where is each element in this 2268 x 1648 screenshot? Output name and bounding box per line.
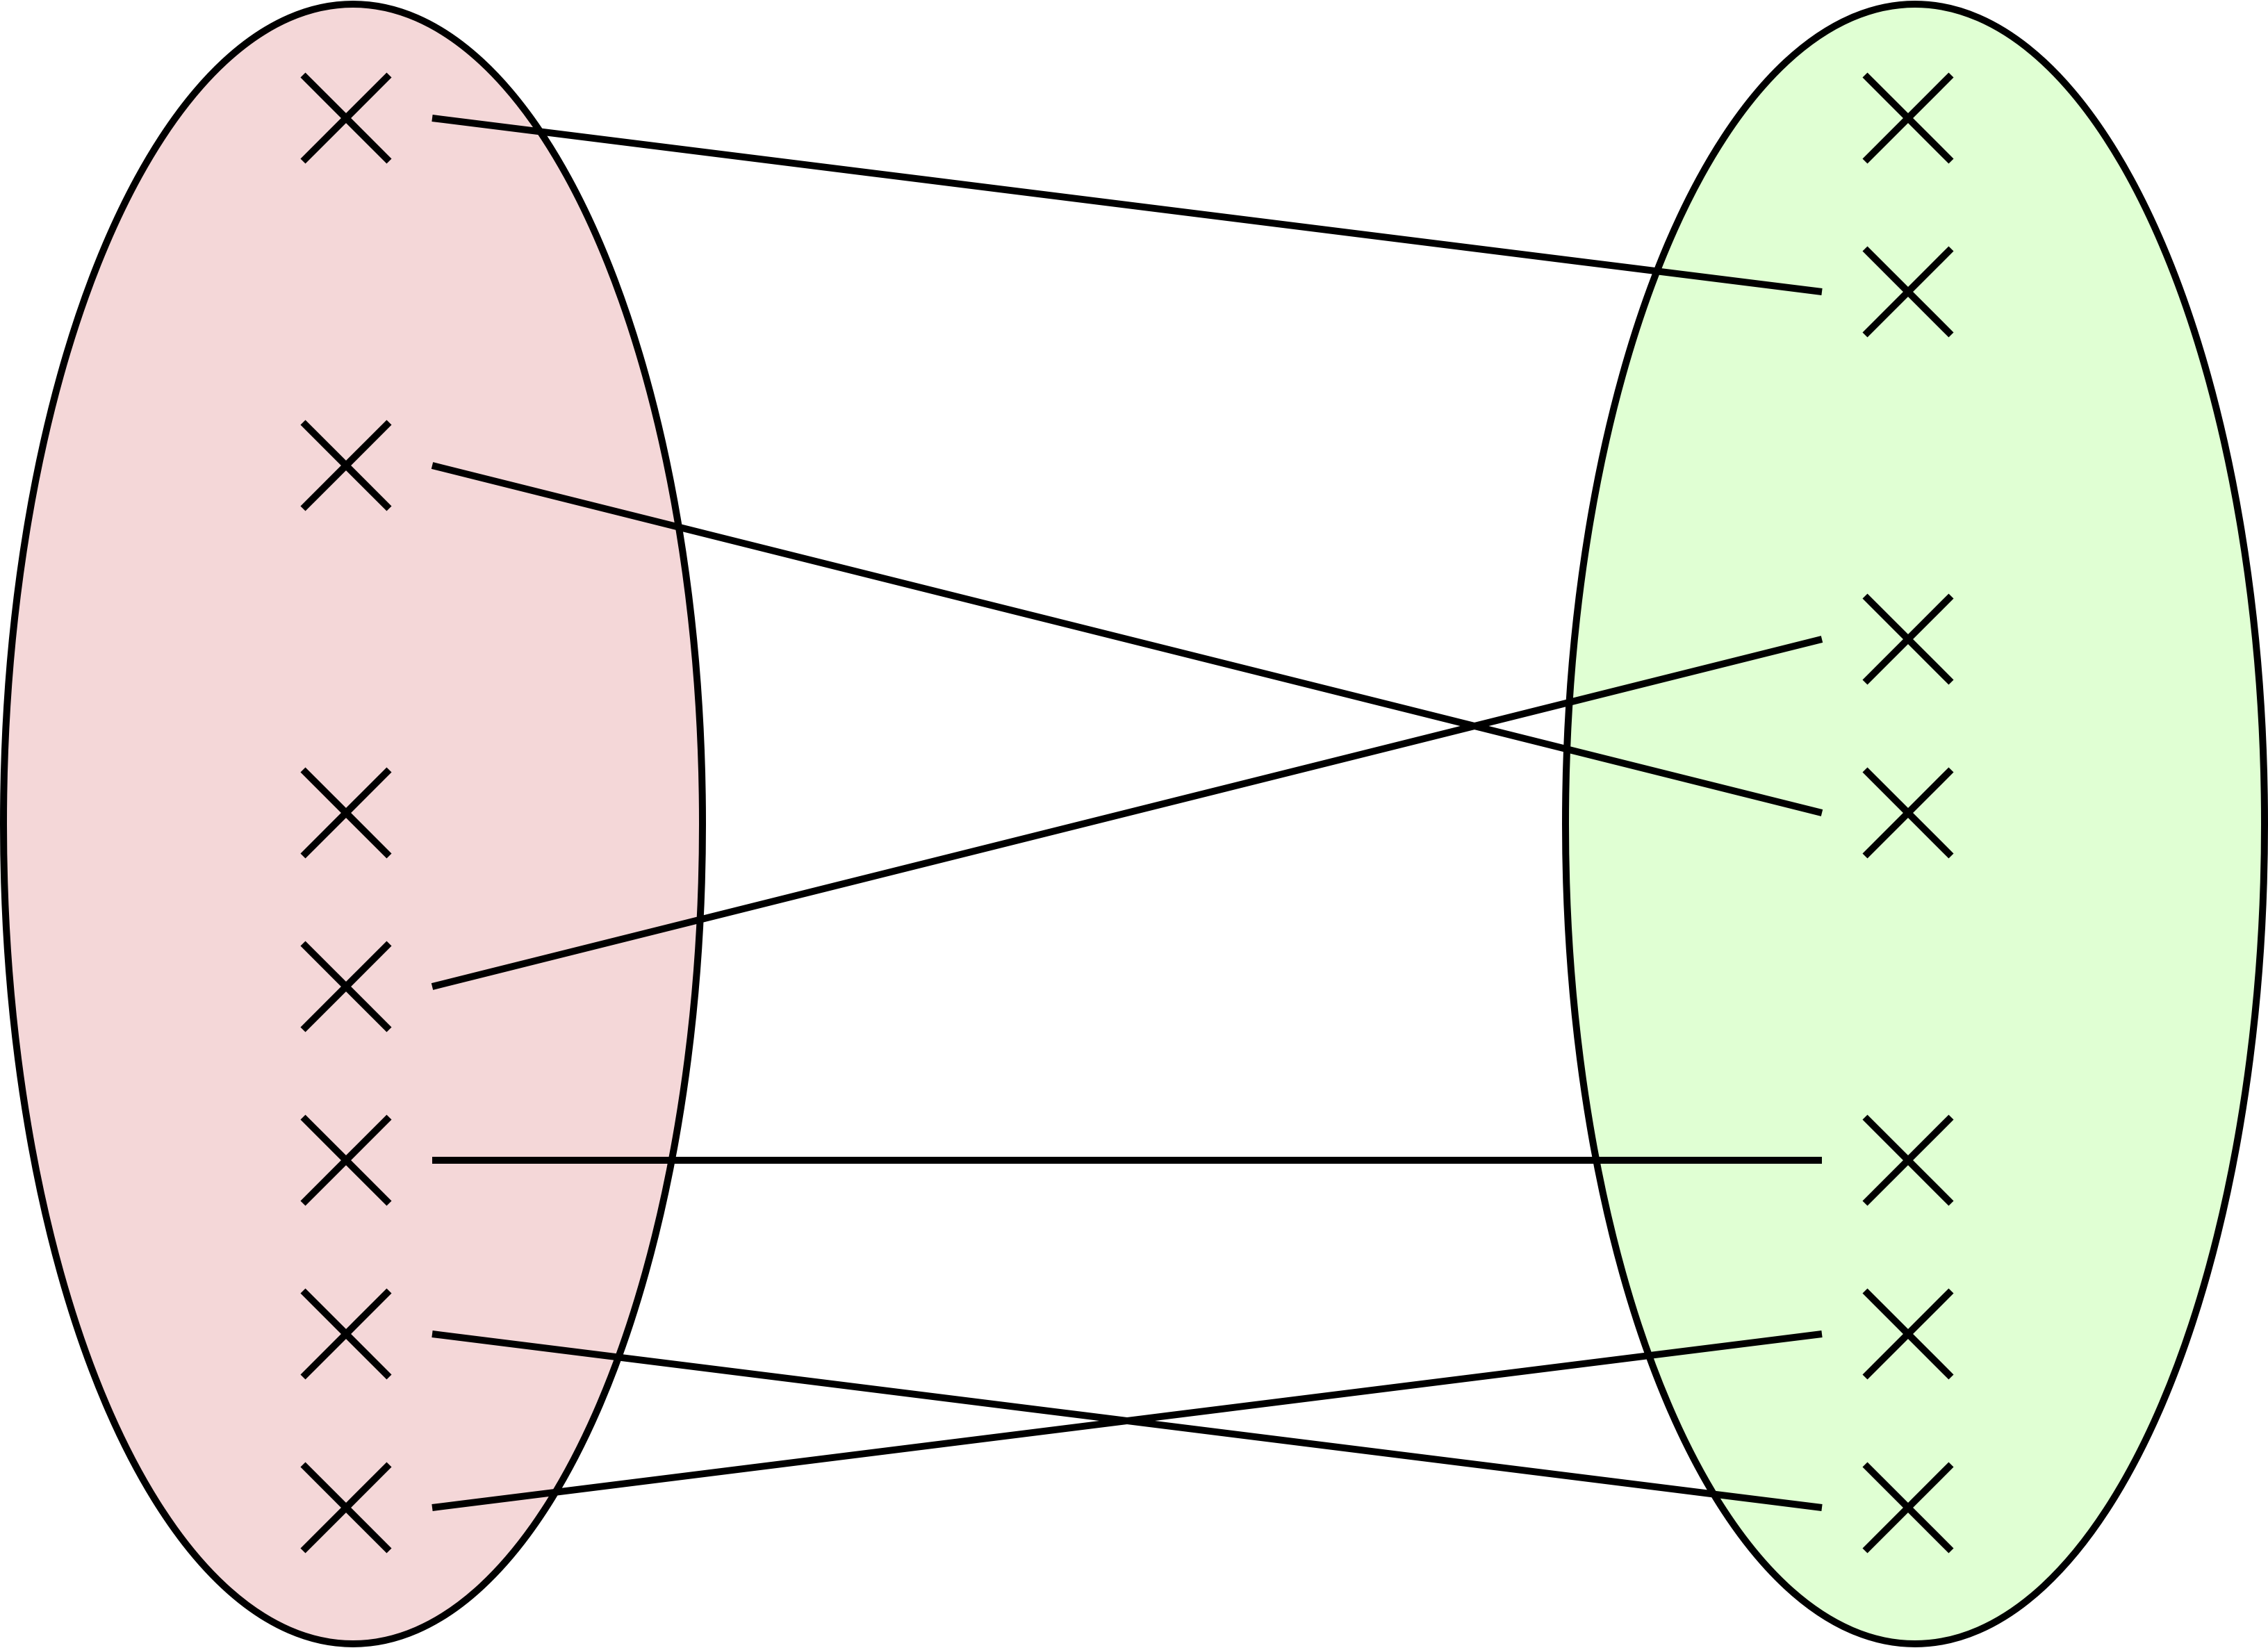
right-element-2-cross-icon bbox=[1862, 593, 1954, 685]
right-element-3-cross-icon bbox=[1862, 767, 1954, 859]
left-element-5-cross-icon bbox=[300, 1114, 392, 1206]
elements-layer bbox=[300, 72, 1954, 1554]
mapping-line-1 bbox=[431, 462, 1823, 816]
right-element-0-cross-icon bbox=[1862, 72, 1954, 164]
left-element-2-cross-icon bbox=[300, 420, 392, 511]
left-element-7-cross-icon bbox=[300, 1462, 392, 1554]
left-element-extra-0-cross-icon bbox=[300, 767, 392, 859]
right-element-1-cross-icon bbox=[1862, 246, 1954, 338]
left-element-6-cross-icon bbox=[300, 1288, 392, 1380]
left-element-4-cross-icon bbox=[300, 941, 392, 1032]
right-element-6-cross-icon bbox=[1862, 1288, 1954, 1380]
mapping-line-2 bbox=[431, 636, 1823, 990]
right-element-7-cross-icon bbox=[1862, 1462, 1954, 1554]
right-element-5-cross-icon bbox=[1862, 1114, 1954, 1206]
left-element-0-cross-icon bbox=[300, 72, 392, 164]
mapping-line-5 bbox=[432, 1330, 1823, 1511]
connectors-layer bbox=[431, 115, 1823, 1511]
mapping-line-0 bbox=[432, 115, 1823, 295]
